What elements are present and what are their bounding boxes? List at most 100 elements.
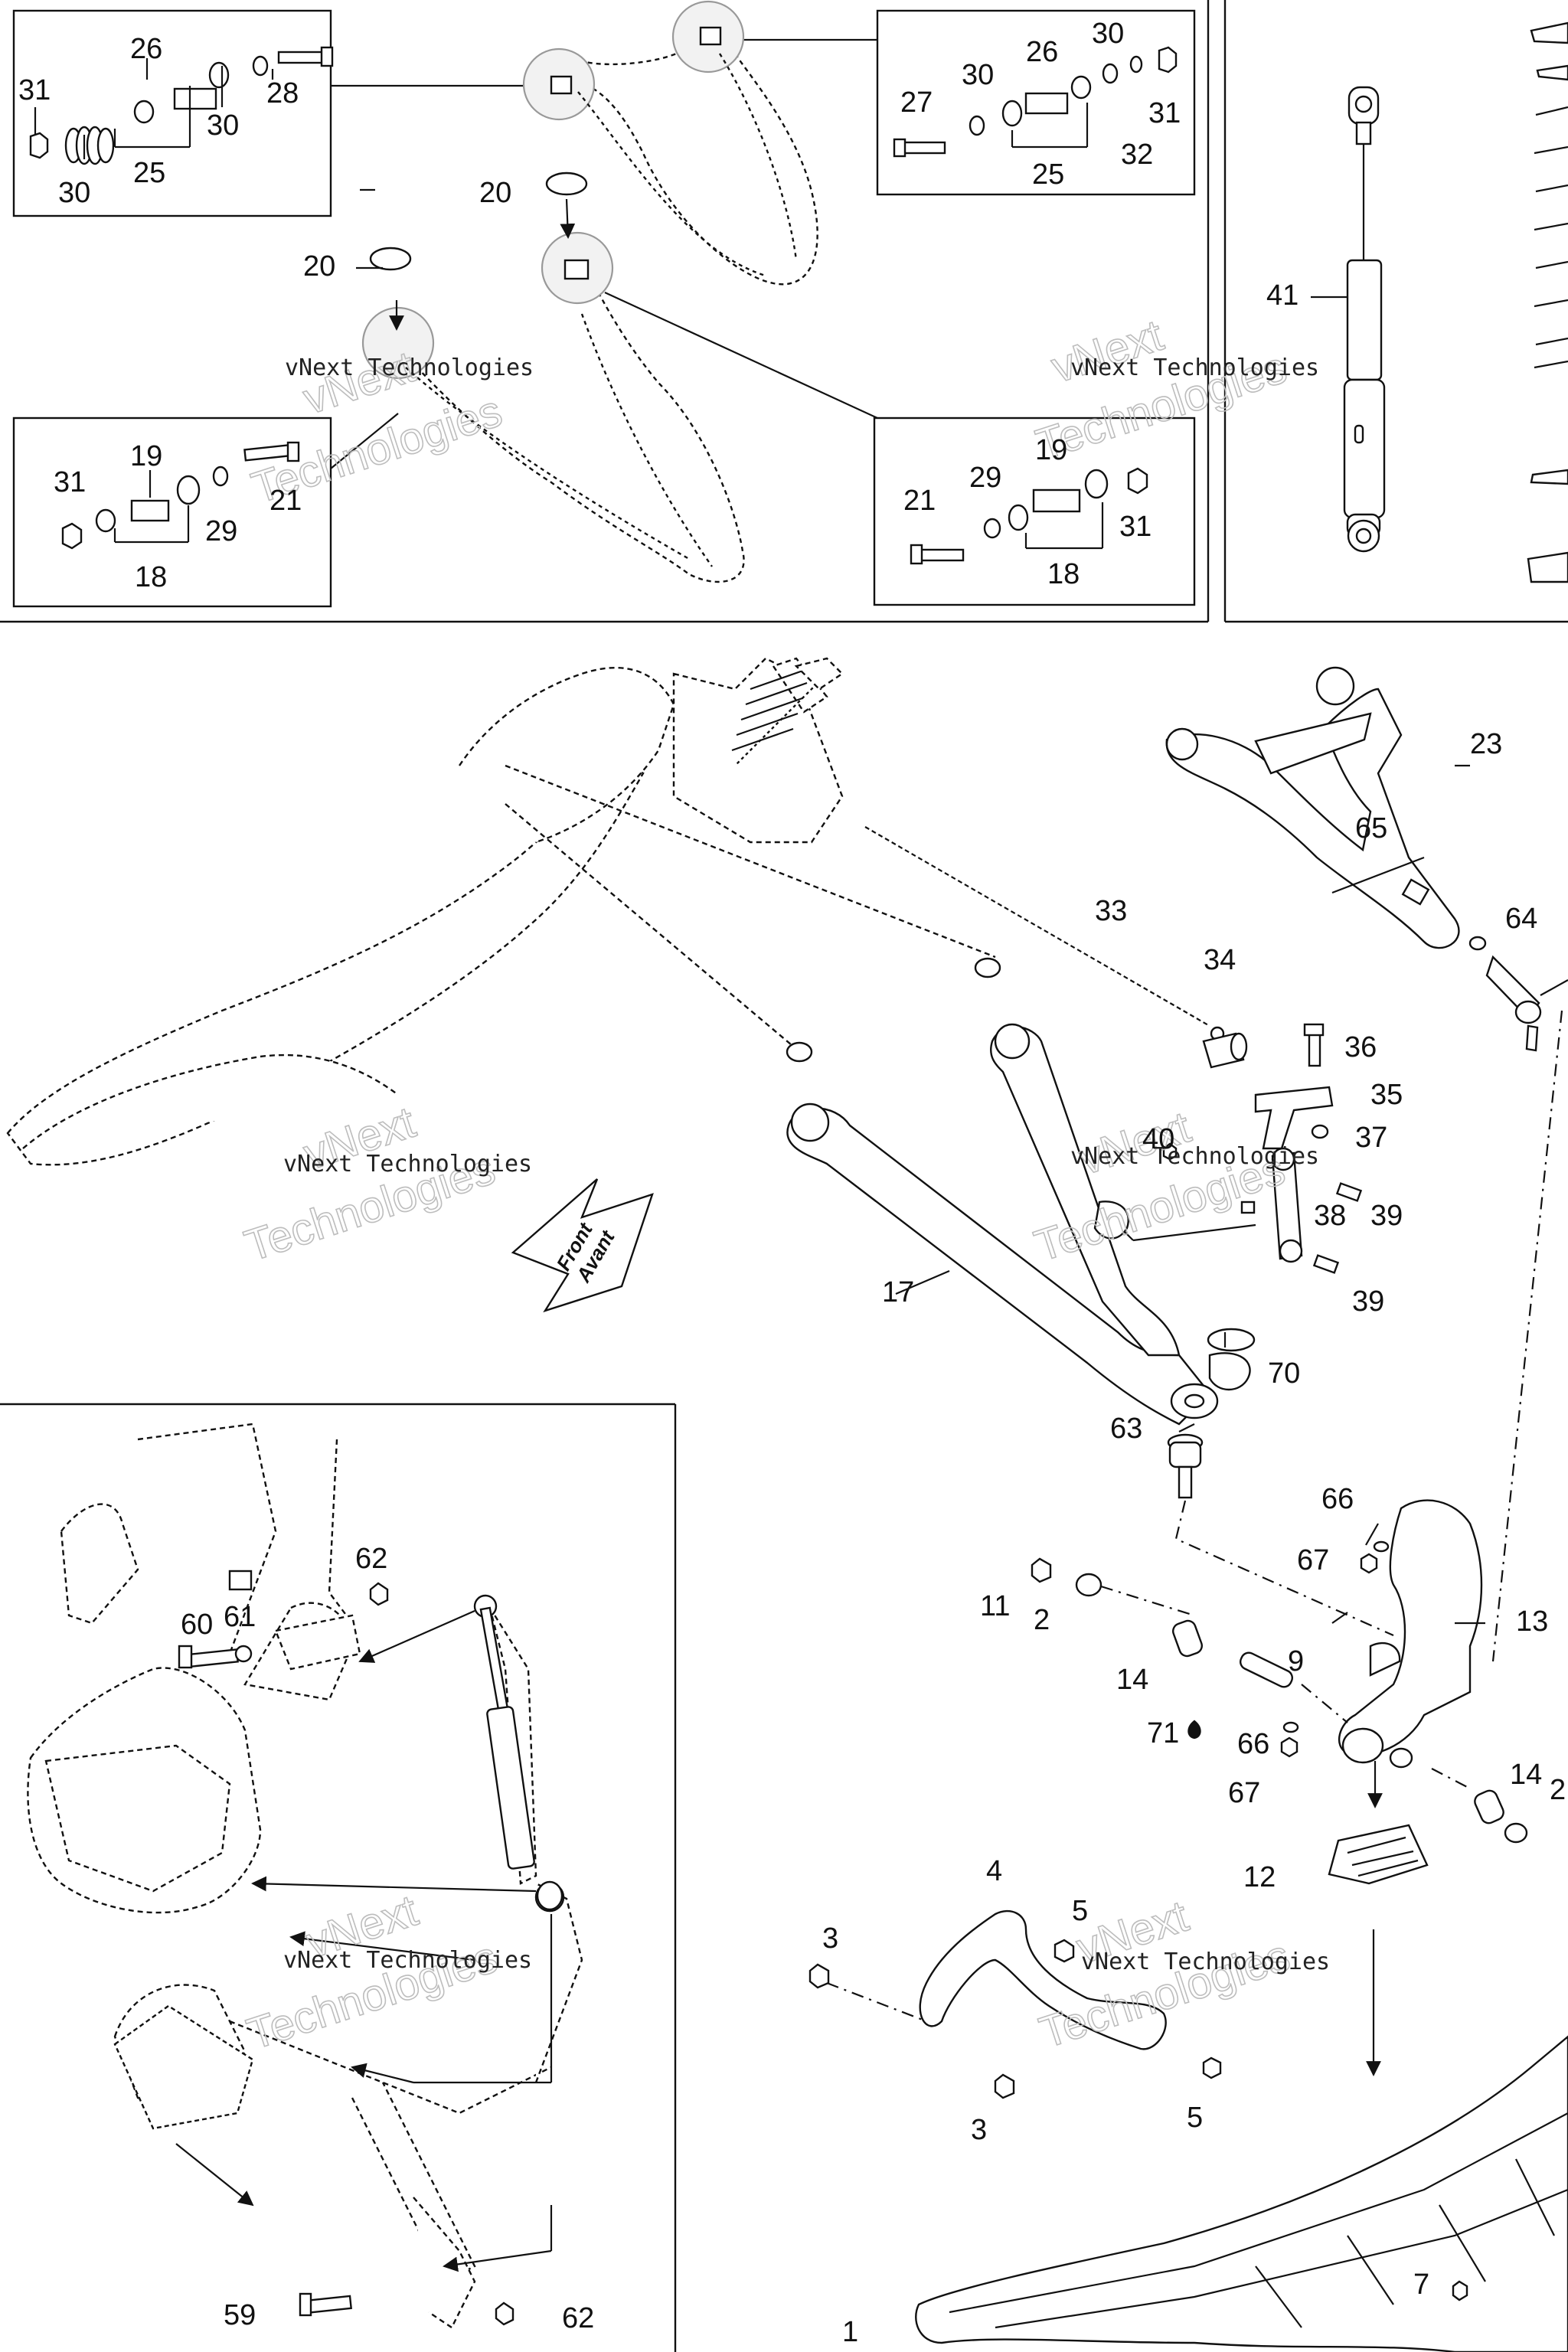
- callout-number: 38: [1314, 1200, 1346, 1232]
- callout-number: 40: [1142, 1123, 1174, 1155]
- callouts-top-right-box: 30 26 30 27 31 32 25: [900, 18, 1181, 191]
- callout-number: 31: [18, 74, 51, 106]
- callout-number: 18: [1047, 558, 1080, 590]
- callout-number: 31: [1148, 97, 1181, 129]
- callout-number: 31: [1119, 511, 1152, 543]
- callout-number: 67: [1297, 1544, 1329, 1576]
- spring-coils: [731, 666, 812, 752]
- callout-number: 12: [1243, 1861, 1276, 1893]
- callout-number: 20: [303, 250, 335, 283]
- callouts-shock: 41: [1266, 279, 1298, 312]
- callout-number: 26: [130, 33, 162, 65]
- callout-number: 31: [54, 466, 86, 498]
- leader-lines: [356, 188, 1485, 1625]
- callouts-mid-right-box: 19 21 29 31 18: [903, 434, 1152, 590]
- callout-number: 25: [1032, 158, 1064, 191]
- callout-number: 35: [1370, 1079, 1403, 1111]
- callout-number: 23: [1470, 728, 1502, 760]
- callout-number: 39: [1370, 1200, 1403, 1232]
- callout-number: 66: [1321, 1483, 1354, 1515]
- spindle-bolt-set: [1031, 1557, 1528, 1844]
- callout-number: 21: [270, 485, 302, 517]
- shock-absorber: [1311, 86, 1386, 553]
- callouts-upper-arm: 20 20: [303, 177, 511, 283]
- frame-detail: [27, 1423, 583, 2329]
- callout-number: 26: [1026, 36, 1058, 68]
- callout-number: 27: [900, 87, 933, 119]
- bracket-hardware-lower-box: [113, 1582, 514, 2326]
- callout-number: 30: [58, 177, 90, 209]
- tie-rod: [864, 826, 1225, 1041]
- callout-number: 19: [1035, 434, 1067, 466]
- callout-number: 4: [986, 1855, 1002, 1887]
- bushing-kit-upper-front: [29, 46, 536, 165]
- callout-number: 2: [1550, 1774, 1566, 1806]
- callouts-top-left-box: 31 26 28 30 25 30: [18, 33, 299, 209]
- watermark-text: vNext Technologies: [283, 1151, 532, 1178]
- callout-number: 67: [1228, 1777, 1260, 1809]
- callout-number: 1: [842, 2316, 858, 2348]
- front-arrow: [511, 1178, 654, 1313]
- detail-box-mid-left: [12, 416, 332, 608]
- bushing-kit-lower-front: [61, 441, 300, 550]
- callout-number: 30: [1092, 18, 1124, 50]
- callout-number: 3: [971, 2114, 987, 2146]
- spindle: [1280, 1010, 1563, 1769]
- watermark-text: vNext Technologies: [1070, 354, 1319, 381]
- callout-number: 32: [1121, 139, 1153, 171]
- callout-number: 30: [207, 109, 239, 142]
- callout-number: 29: [205, 515, 237, 547]
- callout-number: 11: [980, 1590, 1010, 1622]
- callout-number: 13: [1516, 1606, 1548, 1638]
- callouts-mid-left-box: 31 19 21 29 18: [54, 440, 302, 593]
- callout-number: 9: [1288, 1645, 1304, 1677]
- detail-box-mid-right: [873, 416, 1196, 606]
- callout-number: 70: [1268, 1357, 1300, 1390]
- sway-bar-link: [1093, 1023, 1363, 1274]
- callout-number: 7: [1413, 2269, 1429, 2301]
- callout-number: 14: [1510, 1759, 1542, 1791]
- callout-number: 21: [903, 485, 936, 517]
- callout-number: 30: [962, 59, 994, 91]
- callout-number: 36: [1344, 1031, 1377, 1063]
- detail-box-top-right: [876, 9, 1196, 196]
- bushing-kit-lower-rear: [910, 467, 1148, 565]
- callout-number: 65: [1355, 812, 1387, 844]
- callout-number: 25: [133, 157, 165, 189]
- callout-number: 64: [1505, 903, 1537, 935]
- callout-number: 18: [135, 561, 167, 593]
- callout-number: 14: [1116, 1664, 1148, 1696]
- callout-number: 20: [479, 177, 511, 209]
- callout-number: 66: [1237, 1728, 1269, 1760]
- callout-number: 59: [224, 2299, 256, 2331]
- callout-number: 61: [224, 1601, 256, 1633]
- callout-number: 17: [882, 1276, 914, 1308]
- front-suspension-assembly: [6, 657, 1001, 1166]
- watermarks: vNext Technologies vNext Technologies vN…: [238, 309, 1330, 2060]
- lower-a-arm: [330, 172, 878, 583]
- spring-partial: [1527, 21, 1568, 583]
- callout-number: 29: [969, 462, 1001, 494]
- callout-number: 5: [1072, 1895, 1088, 1927]
- callout-number: 34: [1204, 944, 1236, 976]
- watermark-text: vNext Technologies: [1081, 1949, 1330, 1975]
- upper-a-arm: [522, 0, 818, 286]
- callout-number: 19: [130, 440, 162, 472]
- bushing-kit-upper-rear: [723, 38, 1178, 158]
- callout-number: 62: [355, 1543, 387, 1575]
- small-shock-lower-box: [175, 1594, 564, 2272]
- callout-number: 71: [1147, 1717, 1179, 1749]
- callout-number: 3: [822, 1922, 838, 1955]
- callout-number: 63: [1110, 1413, 1142, 1445]
- callout-number: 33: [1095, 895, 1127, 927]
- callout-number: 5: [1187, 2102, 1203, 2134]
- watermark-text: vNext Technologies: [283, 1947, 532, 1974]
- upper-a-arm-23: [1165, 666, 1568, 1052]
- detail-box-top-left: [12, 9, 332, 217]
- callout-number: 41: [1266, 279, 1298, 312]
- ball-joint: [1167, 1352, 1394, 1637]
- callout-number: 62: [562, 2302, 594, 2334]
- callout-number: 39: [1352, 1285, 1384, 1318]
- callouts-lower-left-box: 62 60 61 62 59: [181, 1543, 594, 2334]
